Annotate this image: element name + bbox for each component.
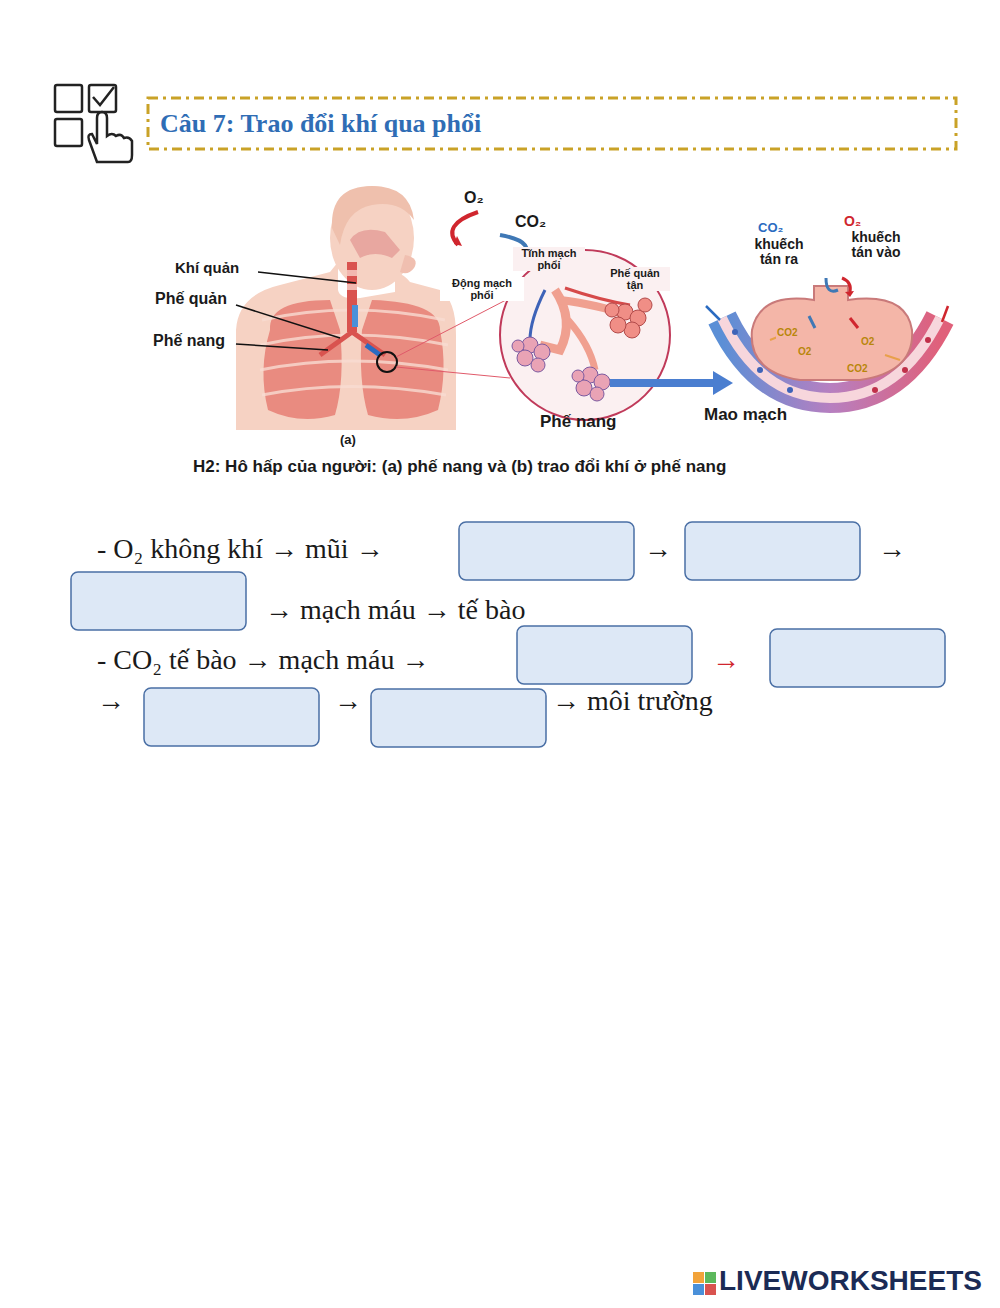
part-label: Phế quản tận: [600, 267, 670, 291]
gas-tag: O2: [797, 346, 812, 358]
gas-tag: CO2: [776, 327, 799, 339]
gas-label: O₂: [464, 188, 484, 207]
watermark: LIVEWORKSHEETS: [719, 1264, 982, 1298]
arrow-text: →: [878, 532, 906, 566]
process-label: khuếch tán ra: [746, 237, 812, 268]
arrow-text: →: [712, 643, 740, 677]
arrow-text: →: [334, 684, 362, 718]
process-label: khuếch tán vào: [840, 230, 912, 261]
answer-blanks: [71, 522, 945, 747]
part-label: Phế nang: [540, 412, 617, 432]
sentence-text: - CO₂ tế bào → mạch máu →: [97, 643, 429, 677]
part-label: Mao mạch: [704, 405, 787, 425]
sentence-text: → mạch máu → tế bào: [265, 593, 525, 627]
panel-label: (a): [340, 432, 356, 448]
sentence-text: → môi trường: [552, 684, 713, 718]
gas-label: O₂: [844, 213, 861, 230]
checklist-icon: [55, 85, 132, 162]
gas-label: CO₂: [758, 220, 783, 236]
part-label: Phế quản: [155, 289, 227, 308]
arrow-text: →: [644, 532, 672, 566]
logo-mark: [693, 1272, 716, 1295]
part-label: Khí quản: [175, 259, 239, 277]
gas-tag: O2: [860, 336, 875, 348]
zoom-arrow: [610, 379, 715, 387]
sentence-text: - O₂ không khí → mũi →: [97, 532, 384, 566]
alveolus-section: [706, 278, 948, 398]
alveoli-inset: [500, 250, 670, 420]
part-label: Phế nang: [153, 331, 225, 350]
title-frame: [148, 98, 956, 149]
figure-caption: H2: Hô hấp của người: (a) phế nang và (b…: [193, 457, 726, 477]
worksheet-title: Câu 7: Trao đổi khí qua phổi: [160, 108, 481, 139]
arrow-text: →: [97, 684, 125, 718]
gas-tag: CO2: [846, 363, 869, 375]
gas-label: CO₂: [515, 212, 546, 231]
human-figure: [236, 186, 456, 430]
part-label: Tĩnh mạch phổi: [513, 247, 585, 271]
part-label: Động mạch phổi: [440, 277, 524, 301]
o2-arrow: [452, 212, 478, 245]
leader-lines: [236, 272, 356, 350]
zoom-lines: [396, 300, 510, 378]
